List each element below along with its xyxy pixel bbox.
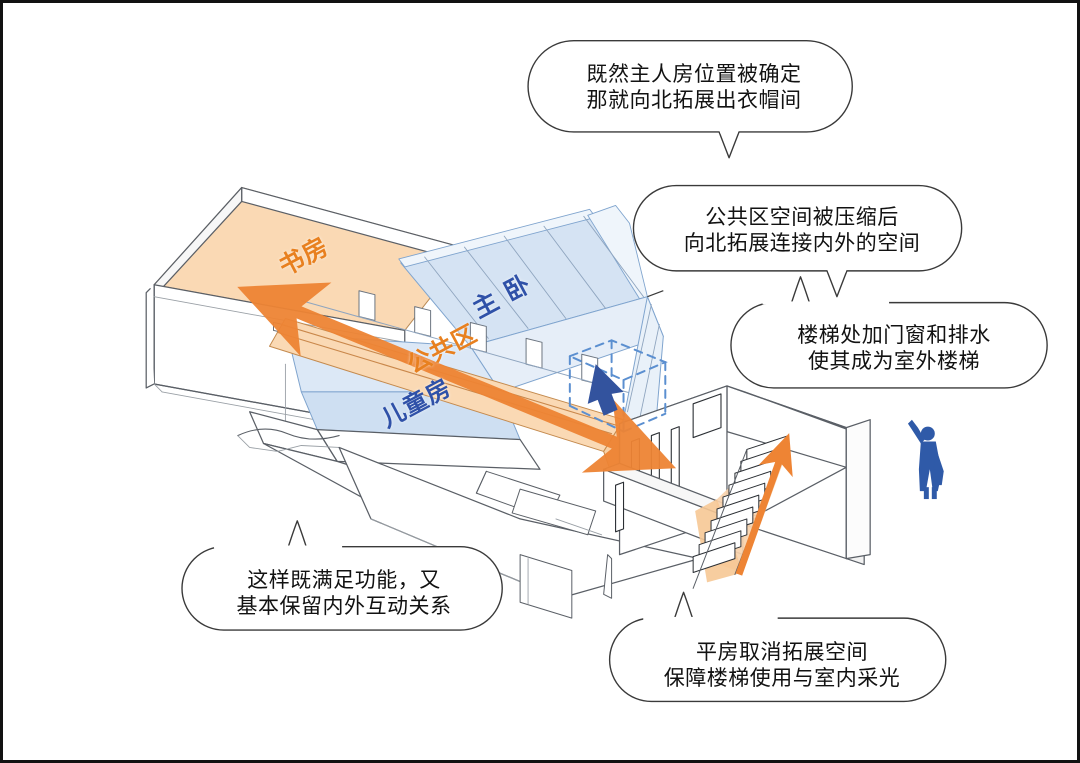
callout-bubble-shape bbox=[527, 40, 853, 159]
callout-tail bbox=[287, 520, 307, 548]
person-silhouette bbox=[907, 419, 944, 500]
blue-arrow-north bbox=[587, 364, 624, 416]
callout-bubble-shape bbox=[608, 617, 947, 703]
callout-bubble-shape bbox=[632, 184, 963, 298]
callout-tail-seam bbox=[762, 301, 890, 305]
callout-tail-seam bbox=[827, 269, 846, 273]
callout-master-bedroom-wardrobe bbox=[527, 40, 853, 159]
callout-tail bbox=[673, 591, 694, 619]
callout-bubble-shape bbox=[730, 301, 1048, 389]
callout-tail-seam bbox=[643, 616, 778, 620]
rear-wall-right bbox=[845, 419, 871, 560]
callout-bungalow-daylight bbox=[608, 591, 947, 703]
orange-stair-up-arrow bbox=[735, 433, 793, 576]
orange-double-arrow bbox=[237, 282, 677, 473]
callout-tail-seam bbox=[214, 545, 343, 549]
callout-tail-seam bbox=[720, 130, 739, 134]
callout-bubble-shape bbox=[181, 545, 503, 631]
callout-function-and-relationship bbox=[181, 520, 503, 631]
callout-outdoor-stair bbox=[730, 276, 1048, 389]
callouts-layer bbox=[181, 40, 1048, 703]
callout-tail bbox=[790, 276, 811, 304]
architectural-diagram bbox=[145, 40, 1048, 703]
callout-public-area-expansion bbox=[632, 184, 963, 298]
